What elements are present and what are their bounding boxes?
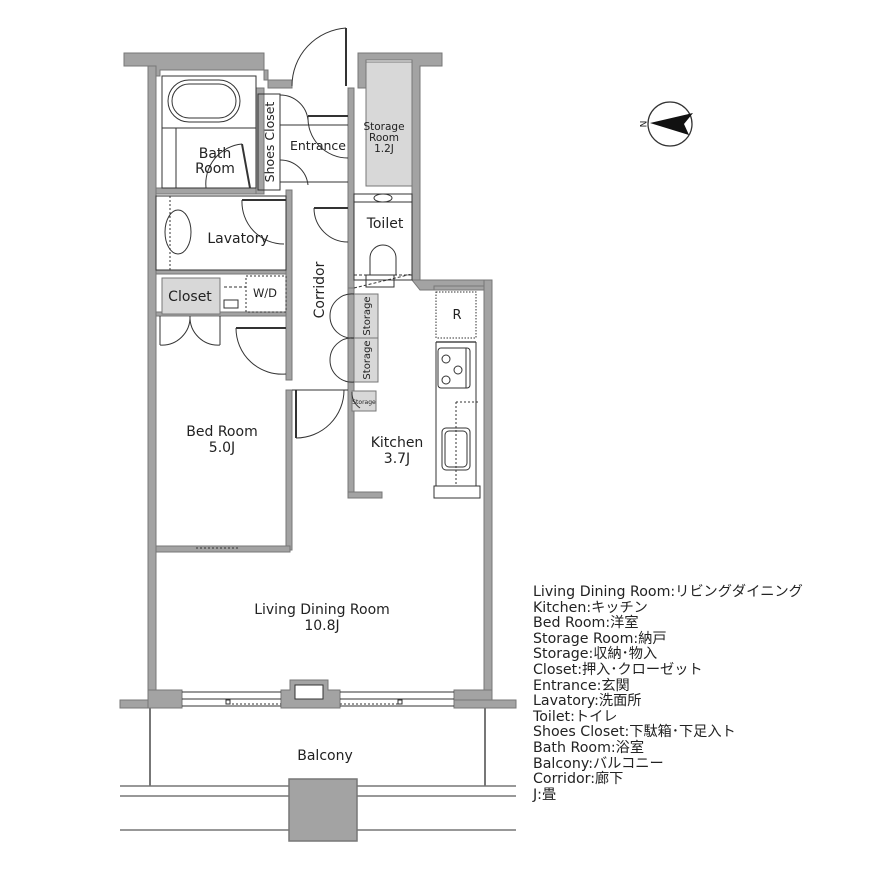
storage-room-label: Storage: [363, 121, 404, 133]
storage-lower-label: Storage: [362, 340, 373, 379]
shoes-closet-label: Shoes Closet: [262, 102, 277, 183]
ldk-area: 10.8J: [304, 618, 339, 634]
refrigerator-label: R: [452, 308, 461, 323]
legend-item: Bath Room:浴室: [533, 739, 645, 756]
corridor-label: Corridor: [312, 261, 328, 318]
north-arrow-icon: N: [637, 101, 693, 147]
wd-label: W/D: [253, 286, 277, 300]
balcony-label: Balcony: [297, 748, 353, 764]
legend-item: Lavatory:洗面所: [533, 693, 642, 710]
legend-item: Shoes Closet:下駄箱･下足入ト: [533, 724, 736, 741]
bed-room-label: Bed Room: [186, 424, 257, 440]
storage-lower-fill: [353, 337, 379, 383]
entrance-label: Entrance: [290, 138, 346, 153]
legend-item: J:畳: [533, 786, 557, 803]
bath-room-label: Bath: [199, 146, 232, 162]
stove-burner-icon: [441, 354, 463, 385]
bed-room-area: 5.0J: [209, 440, 235, 456]
ldk-label: Living Dining Room: [254, 602, 390, 618]
north-label: N: [637, 121, 647, 128]
legend: Living Dining Room:リビングダイニング Kitchen:キッチ…: [533, 584, 803, 803]
storage-room-area: 1.2J: [374, 143, 394, 155]
interior-lines: [155, 27, 481, 707]
kitchen-label: Kitchen: [371, 435, 424, 451]
room-labels: Bath Room Shoes Closet Entrance Storage …: [168, 102, 461, 634]
legend-item: Storage Room:納戸: [533, 630, 667, 647]
toilet-label: Toilet: [366, 216, 404, 232]
legend-item: Storage:収納･物入: [533, 646, 658, 663]
kitchen-area: 3.7J: [384, 451, 410, 467]
balcony-pillar: [288, 778, 358, 842]
bathtub-icon: [167, 79, 241, 123]
storage-room-label-2: Room: [369, 132, 399, 144]
legend-item: Bed Room:洋室: [533, 615, 639, 632]
balcony: Balcony: [120, 708, 516, 842]
storage-upper-label: Storage: [362, 296, 373, 335]
storage-small-label: Storage: [352, 399, 376, 406]
bath-room-label-2: Room: [195, 161, 235, 177]
legend-item: Kitchen:キッチン: [533, 599, 648, 616]
closet-fill: [161, 277, 221, 315]
storage-room-fill: [365, 61, 413, 187]
closet-label: Closet: [168, 289, 212, 305]
lavatory-label: Lavatory: [207, 231, 268, 247]
walls: [119, 52, 517, 709]
legend-item: Entrance:玄関: [533, 677, 630, 694]
legend-item: Corridor:廊下: [533, 771, 624, 788]
legend-item: Living Dining Room:リビングダイニング: [533, 584, 803, 600]
legend-item: Toilet:トイレ: [533, 708, 618, 725]
legend-item: Balcony:バルコニー: [533, 755, 664, 772]
legend-item: Closet:押入･クローゼット: [533, 661, 703, 678]
